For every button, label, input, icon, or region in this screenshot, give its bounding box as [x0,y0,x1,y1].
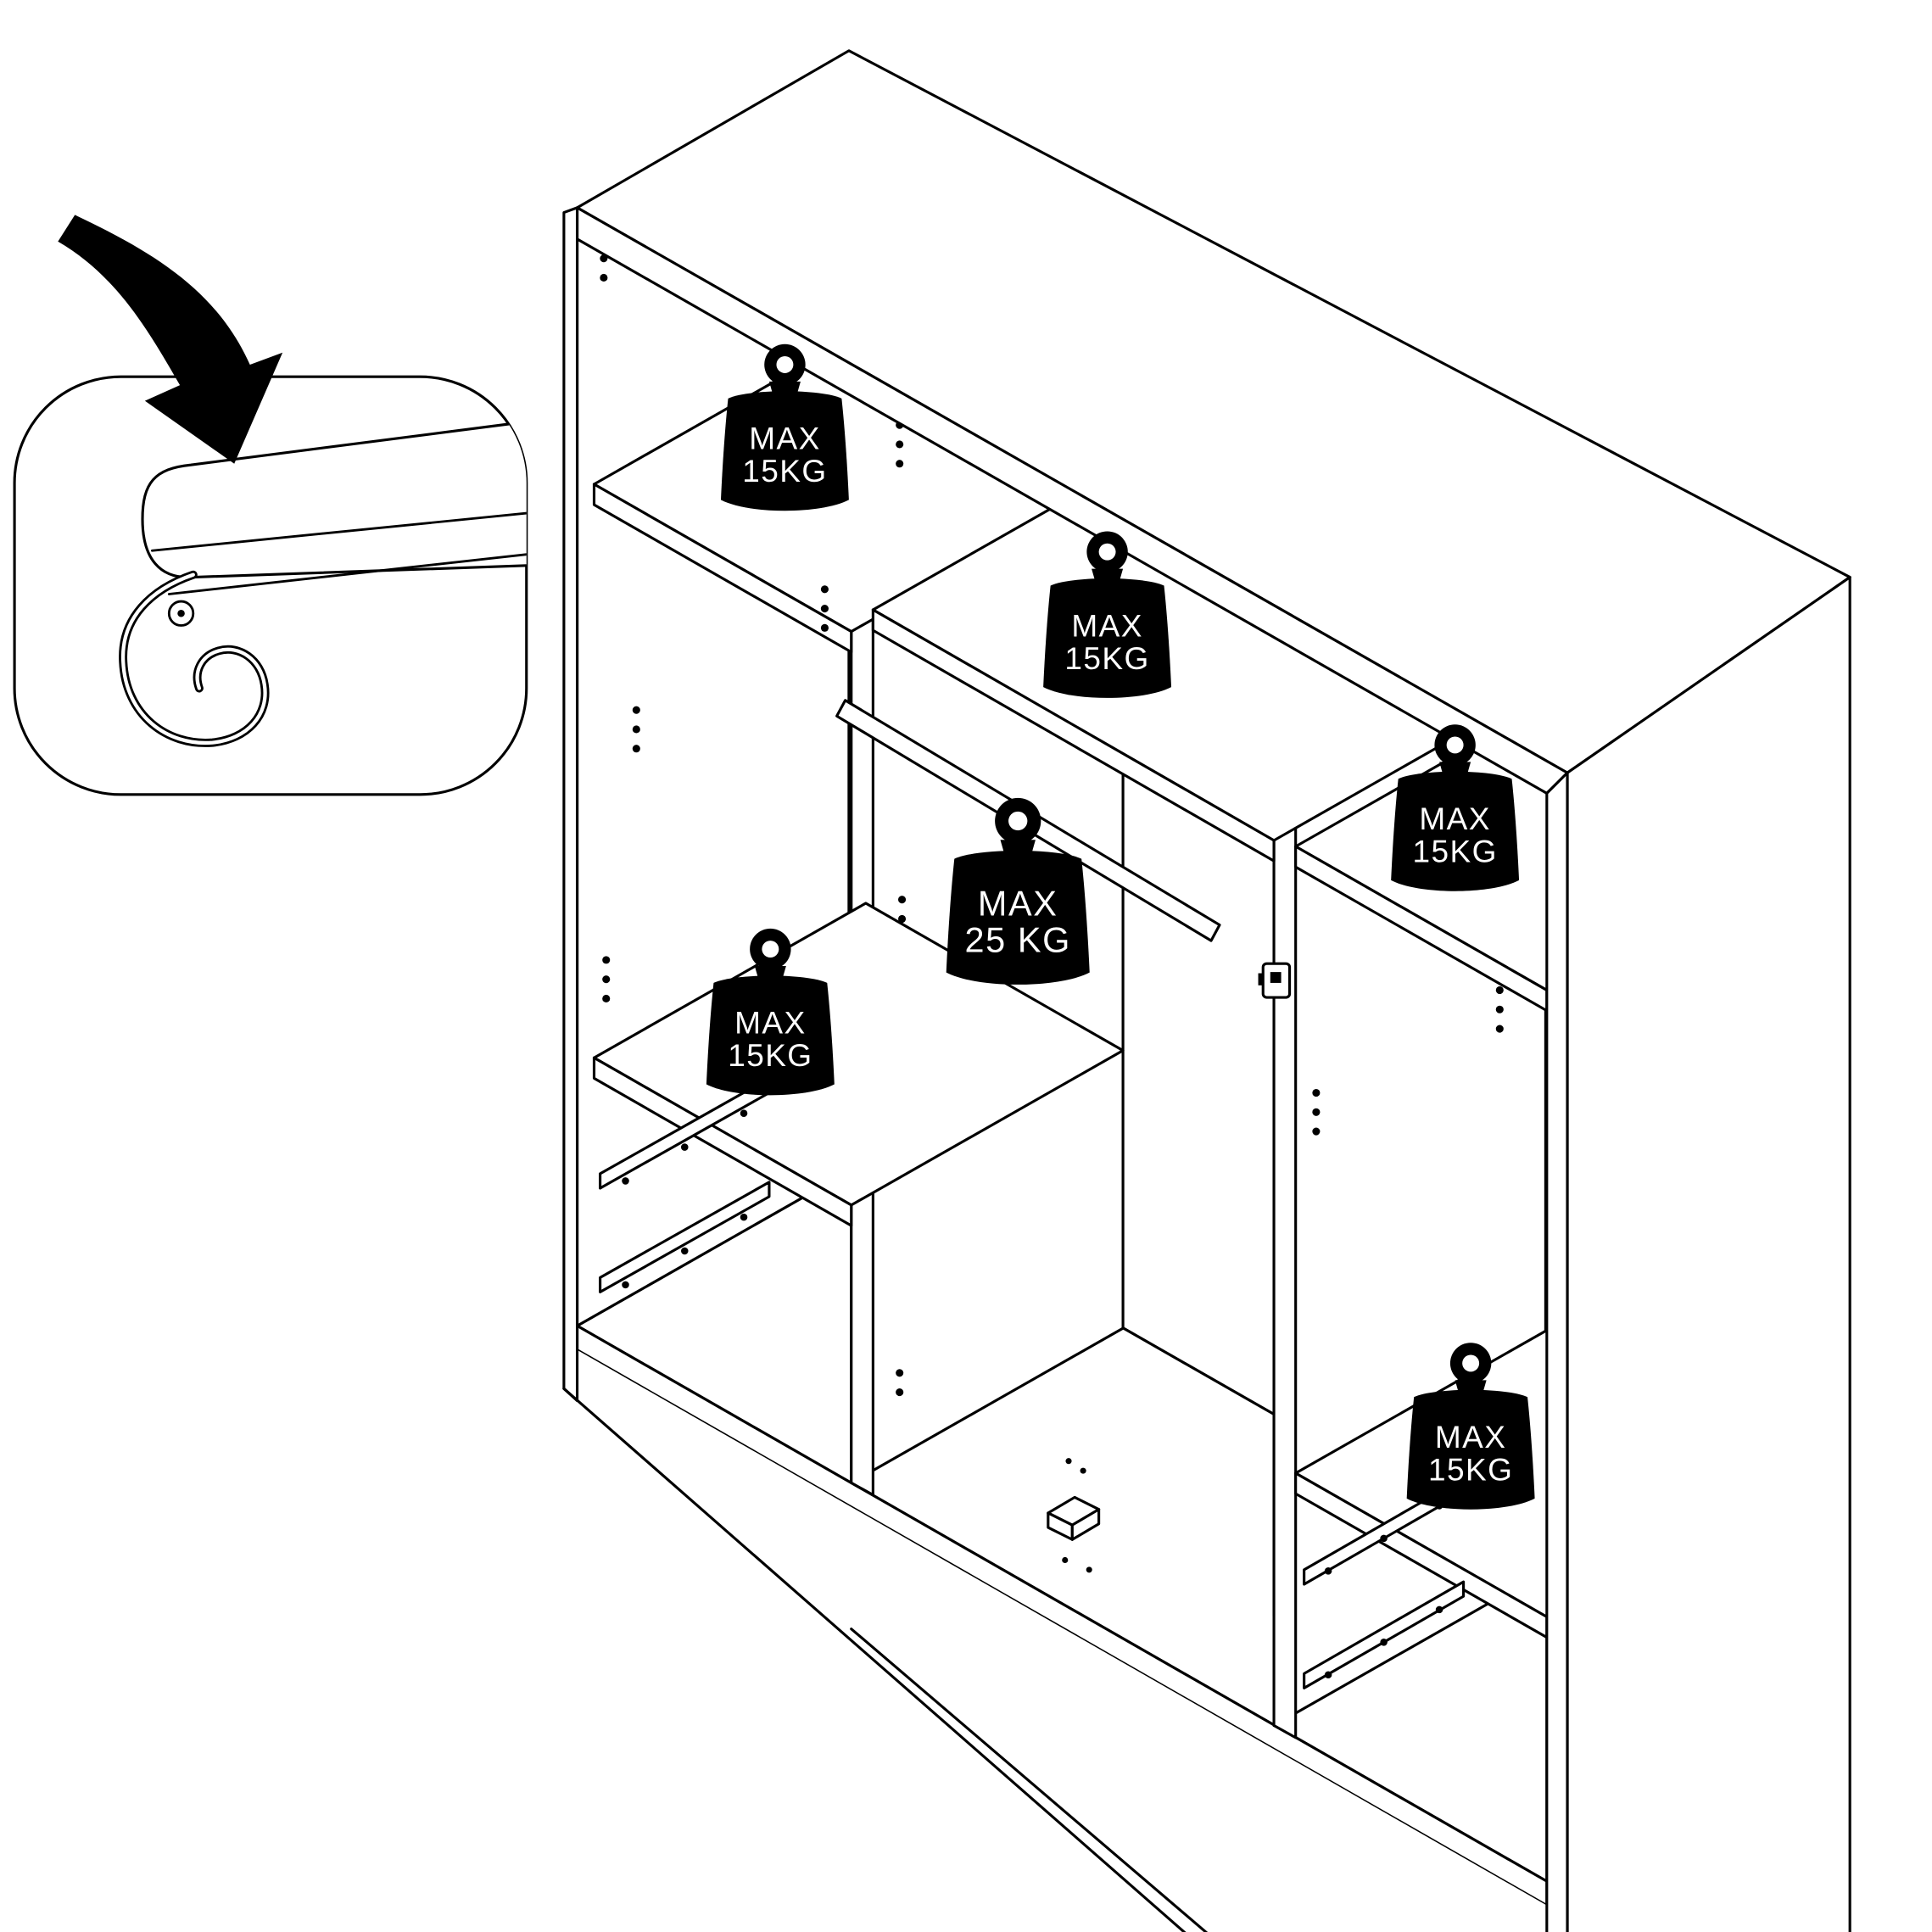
weight-badge-hanging-rail: MAX 25 KG [946,797,1090,985]
right-panel-outer-face [1566,575,1851,1932]
weight-badge-left-middle-shelf: MAX 15KG [706,928,835,1096]
drawer-slide [1303,1580,1466,1689]
weight-label-line2: 15KG [728,1037,812,1073]
wardrobe [562,49,1851,1932]
weight-label-line2: 15KG [742,453,827,489]
left-panel-front-edge [562,206,579,1403]
weight-badge-left-top-shelf: MAX 15KG [720,343,849,511]
weight-label-line1: MAX [978,884,1058,924]
weight-badge-center-top-shelf: MAX 15KG [1043,531,1172,698]
weight-label-line2: 15KG [1412,834,1497,869]
floor-bracket [1047,1495,1101,1541]
weight-label-line2: 15KG [1428,1452,1513,1488]
weight-label-line1: MAX [734,1005,806,1041]
shelf-center-top [871,454,1547,863]
base-band-line [850,1628,1209,1932]
weight-label-line1: MAX [1435,1419,1506,1455]
weight-label-line2: 15KG [1064,640,1149,676]
weight-label-line1: MAX [749,421,820,456]
support-pin-dot [177,609,185,617]
detail-inset [13,215,528,796]
weight-badges: MAX 15KG MAX 15KG MAX 15KG MAX 25 KG [706,343,1535,1510]
weight-badge-right-bottom-shelf: MAX 15KG [1406,1343,1535,1510]
shelf-support-hook-inner [121,572,267,745]
floor-front-band [577,1324,1547,1906]
support-pin [167,600,195,627]
cam-lock [1258,962,1292,999]
shelf-board-detail [141,418,527,579]
inset-content [119,418,527,747]
weight-badge-right-top-shelf: MAX 15KG [1391,724,1520,891]
shelf-edge-line-2 [167,551,527,595]
hole-marks [600,254,1504,1573]
bottom-front-edge [562,1387,1187,1932]
weight-label-line1: MAX [1071,607,1142,643]
right-panel-front-edge [1545,771,1569,1932]
weight-label-line2: 25 KG [964,920,1070,960]
drawer-slide [599,1181,771,1293]
shelf-edge-line [150,511,527,552]
callout-arrow [58,215,283,464]
weight-label-line1: MAX [1419,801,1490,836]
